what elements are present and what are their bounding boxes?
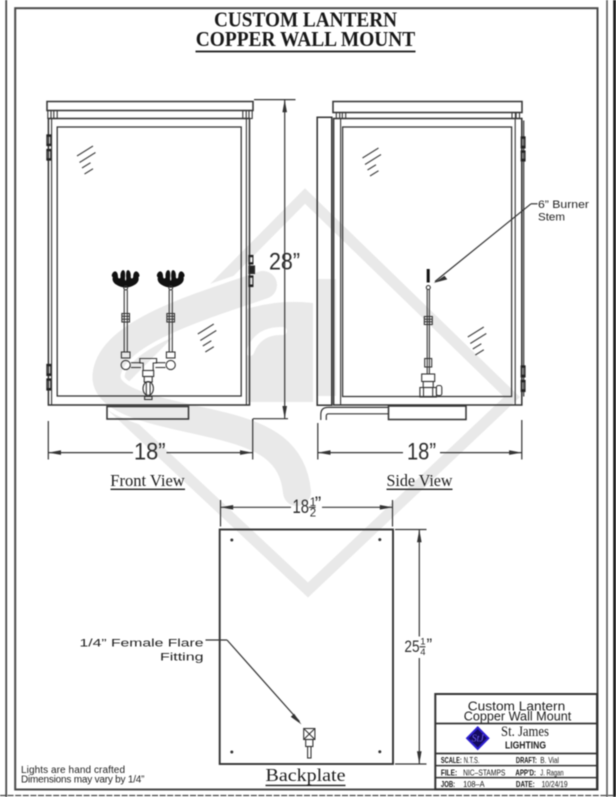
- svg-text:Fitting: Fitting: [160, 652, 204, 664]
- svg-text:25: 25: [404, 637, 419, 656]
- svg-text:28”: 28”: [269, 249, 300, 276]
- svg-text:1: 1: [310, 497, 316, 509]
- svg-text:JOB:: JOB:: [441, 779, 455, 789]
- svg-text:Copper Wall Mount: Copper Wall Mount: [464, 710, 572, 724]
- svg-text:Custom Lantern: Custom Lantern: [468, 700, 565, 714]
- svg-text:FILE:: FILE:: [441, 767, 457, 777]
- svg-text:”: ”: [315, 493, 322, 515]
- svg-text:Side View: Side View: [387, 471, 454, 490]
- svg-text:SCALE:: SCALE:: [441, 755, 462, 765]
- svg-text:Stem: Stem: [538, 212, 565, 224]
- svg-text:B. Vial: B. Vial: [540, 755, 559, 765]
- svg-text:N.T.S.: N.T.S.: [464, 755, 480, 765]
- svg-text:DRAFT:: DRAFT:: [516, 755, 537, 765]
- svg-text:APP'D:: APP'D:: [515, 767, 536, 777]
- svg-text:10/24/19: 10/24/19: [542, 779, 568, 789]
- svg-text:J. Ragan: J. Ragan: [540, 767, 564, 777]
- svg-text:18: 18: [293, 496, 310, 518]
- svg-text:6” Burner: 6” Burner: [538, 199, 589, 211]
- svg-text:18”: 18”: [407, 439, 436, 466]
- svg-text:Lights are hand crafted: Lights are hand crafted: [21, 765, 125, 776]
- svg-text:Backplate: Backplate: [266, 765, 346, 785]
- svg-text:DATE:: DATE:: [516, 779, 535, 789]
- svg-text:Front View: Front View: [110, 471, 185, 490]
- svg-text:”: ”: [427, 635, 433, 654]
- svg-text:NIC–STAMPS: NIC–STAMPS: [463, 767, 506, 777]
- svg-text:LIGHTING: LIGHTING: [505, 741, 546, 752]
- svg-text:CUSTOM LANTERN: CUSTOM LANTERN: [214, 8, 397, 32]
- svg-text:1: 1: [420, 637, 425, 648]
- svg-text:COPPER WALL MOUNT: COPPER WALL MOUNT: [196, 27, 416, 51]
- svg-text:Dimensions may vary by 1/4”: Dimensions may vary by 1/4”: [21, 775, 145, 786]
- svg-text:2: 2: [310, 507, 316, 519]
- svg-text:4: 4: [420, 647, 425, 658]
- svg-text:StJ: StJ: [472, 734, 485, 745]
- svg-text:1/4” Female Flare: 1/4” Female Flare: [80, 638, 204, 650]
- svg-text:St. James: St. James: [501, 724, 549, 740]
- svg-text:18”: 18”: [134, 439, 166, 466]
- svg-text:108–A: 108–A: [463, 779, 485, 789]
